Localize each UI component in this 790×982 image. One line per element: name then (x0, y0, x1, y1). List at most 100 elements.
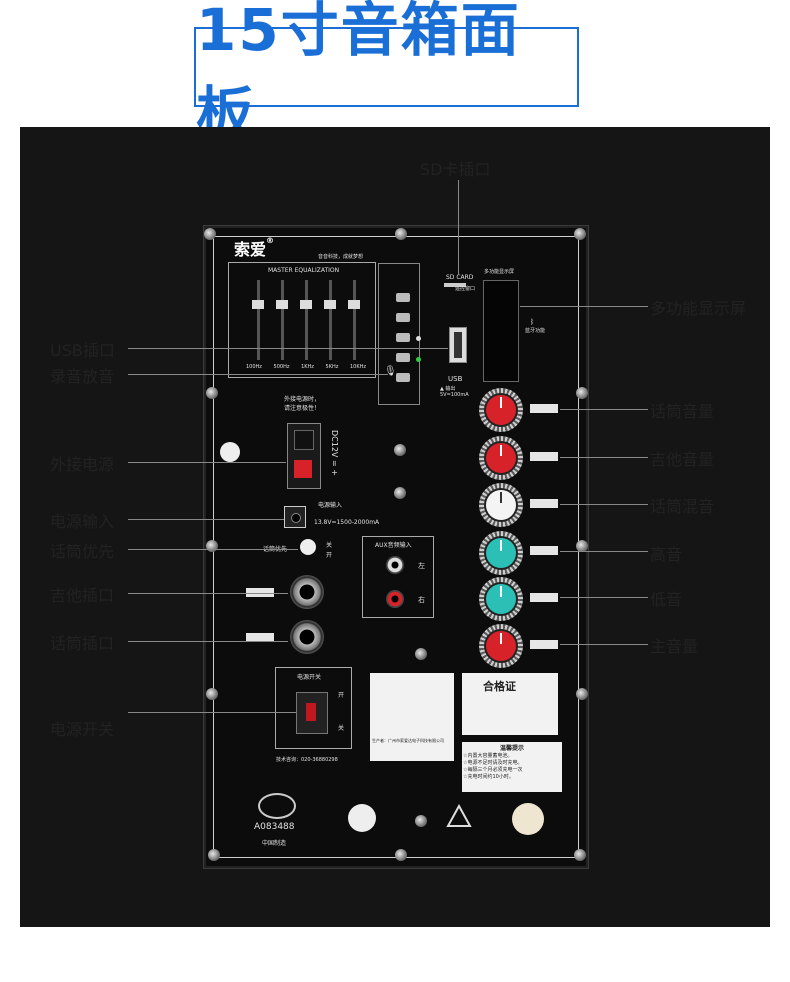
microphone-icon: 🎙 (384, 366, 397, 377)
screw-icon (206, 387, 218, 399)
spec-sticker (370, 673, 454, 761)
remote-window-label: 遥控窗口 (455, 286, 476, 292)
eq-slider-500Hz[interactable] (276, 300, 288, 309)
screw-icon (395, 228, 407, 240)
screw-icon (576, 688, 588, 700)
next-button[interactable] (396, 313, 410, 322)
callout-line (128, 519, 284, 520)
screw-icon (415, 815, 427, 827)
callout-record: 录音放音 (50, 367, 115, 386)
power-switch-label: 电源开关 (297, 674, 322, 681)
knob-label-tag (530, 640, 558, 649)
eq-slider-1KHz[interactable] (300, 300, 312, 309)
power-off-label: 关 (338, 725, 345, 732)
callout-line (128, 462, 286, 463)
aux-input-box (362, 536, 434, 618)
callout-usb: USB插口 (50, 341, 115, 360)
power-switch[interactable] (296, 692, 328, 734)
screw-icon (208, 849, 220, 861)
indicator-led (416, 336, 421, 341)
qc-seal-icon (512, 803, 544, 835)
knob-label-tag (530, 593, 558, 602)
callout-line (128, 593, 288, 594)
guitar-volume-knob[interactable] (479, 436, 523, 480)
prev-button[interactable] (396, 293, 410, 302)
eq-slider-track (257, 280, 260, 360)
eq-slider-100Hz[interactable] (252, 300, 264, 309)
callout-power-switch: 电源开关 (50, 720, 115, 739)
callout-power-input: 电源输入 (50, 512, 115, 531)
warning-title: 温馨提示 (499, 745, 524, 752)
usb-label: USB (448, 375, 463, 383)
play-pause-button[interactable] (396, 353, 410, 362)
usb-port[interactable] (449, 327, 467, 363)
eq-slider-10KHz[interactable] (348, 300, 360, 309)
screw-icon (574, 228, 586, 240)
callout-line (560, 409, 648, 410)
knob-label-tag (530, 499, 558, 508)
aux-left-jack[interactable] (386, 556, 404, 574)
mic-jack[interactable] (290, 620, 324, 654)
callout-line (128, 549, 298, 550)
aux-right-jack[interactable] (386, 590, 404, 608)
power-input-jack[interactable] (284, 506, 306, 528)
callout-mic-priority: 话筒优先 (50, 542, 115, 561)
callout-line (560, 644, 648, 645)
callout-display: 多功能显示屏 (650, 299, 747, 318)
callout-mic-mix: 话筒混音 (650, 497, 715, 516)
page-title-box: 15寸音箱面板 (194, 0, 579, 148)
aux-left-label: 左 (418, 562, 425, 570)
screw-icon (394, 487, 406, 499)
eq-band-label: 500Hz (273, 364, 290, 370)
screw-icon (574, 849, 586, 861)
callout-master-volume: 主音量 (650, 637, 699, 656)
eq-band-label: 100Hz (246, 364, 262, 370)
made-in-label: 中国制造 (262, 840, 287, 847)
knob-label-tag (530, 404, 558, 413)
mic-priority-off-label: 关 (326, 542, 333, 549)
brand-logo: 索爱® (234, 236, 275, 259)
tech-support-label: 技术咨询：020-36880298 (276, 757, 338, 763)
mic-volume-knob[interactable] (479, 388, 523, 432)
callout-line (560, 457, 648, 458)
page-title: 15寸音箱面板 (196, 0, 521, 148)
callout-guitar-volume: 吉他音量 (650, 450, 715, 469)
callout-treble: 高音 (650, 545, 683, 564)
warning-line: ☆电源不足时请及时充电。 (463, 760, 523, 766)
jack-label-tag (246, 633, 274, 642)
mic-mix-knob[interactable] (479, 483, 523, 527)
warning-line: ☆充电时间约10小时。 (463, 774, 514, 780)
player-controls (378, 263, 420, 405)
mode-button[interactable] (396, 333, 410, 342)
mic-priority-on-label: 开 (326, 552, 333, 559)
warning-sticker (220, 442, 240, 462)
certificate-sticker (462, 673, 558, 735)
power-switch-box (275, 667, 352, 749)
mic-priority-switch[interactable] (300, 539, 316, 555)
bluetooth-icon: ᛒ (530, 318, 535, 326)
screw-icon (206, 540, 218, 552)
brand-slogan: 音音科技，成就梦想 (318, 254, 364, 260)
ccc-code: A083488 (254, 822, 295, 832)
ext-power-warning: 外接电源时， 请注意极性！ (284, 396, 321, 412)
eq-slider-track (281, 280, 284, 360)
sd-card-slot[interactable] (444, 283, 466, 287)
treble-knob[interactable] (479, 531, 523, 575)
eq-band-label: 5KHz (325, 364, 339, 370)
display-label: 多功能显示屏 (484, 269, 515, 275)
warning-line: ☆内置大容量蓄电池。 (463, 753, 513, 759)
guitar-jack[interactable] (290, 575, 324, 609)
record-button[interactable] (396, 373, 410, 382)
knob-label-tag (530, 452, 558, 461)
callout-bass: 低音 (650, 590, 683, 609)
callout-line (560, 504, 648, 505)
bass-knob[interactable] (479, 577, 523, 621)
power-on-label: 开 (338, 692, 345, 699)
screw-icon (394, 444, 406, 456)
callout-line (458, 180, 459, 275)
callout-sd-card: SD卡插口 (420, 160, 491, 179)
external-power-terminal[interactable] (287, 423, 321, 489)
eq-slider-5KHz[interactable] (324, 300, 336, 309)
master-volume-knob[interactable] (479, 624, 523, 668)
eq-slider-track (329, 280, 332, 360)
